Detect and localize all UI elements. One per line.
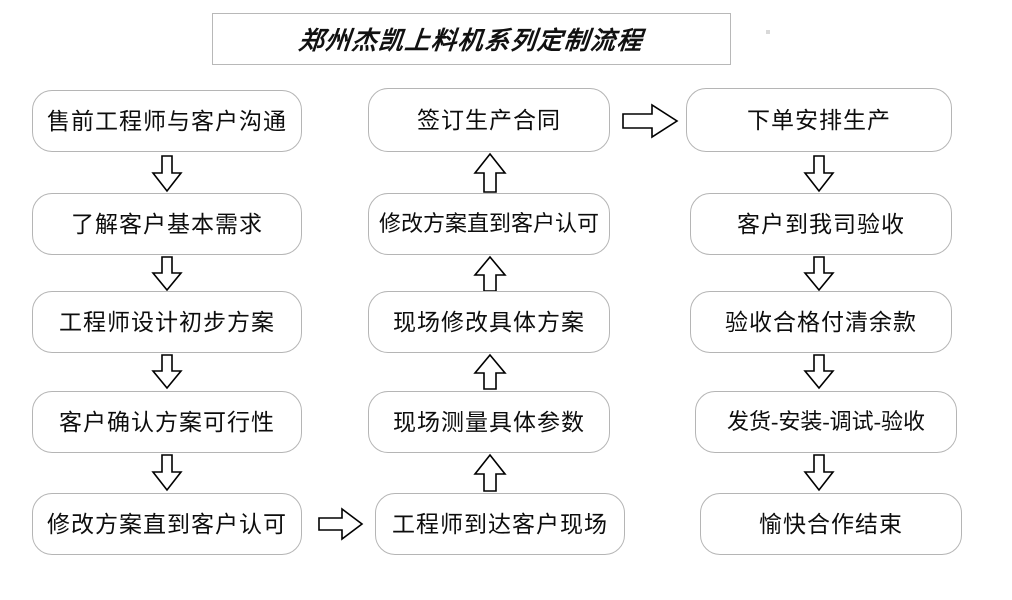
node-m2-label: 修改方案直到客户认可 bbox=[378, 211, 599, 236]
arrow-up-icon bbox=[471, 152, 509, 194]
node-r5[interactable]: 愉快合作结束 bbox=[700, 493, 962, 555]
node-l2[interactable]: 了解客户基本需求 bbox=[32, 193, 302, 255]
node-l3-label: 工程师设计初步方案 bbox=[59, 309, 275, 335]
arrow-down-icon bbox=[148, 454, 186, 492]
node-l1-label: 售前工程师与客户沟通 bbox=[47, 108, 287, 134]
node-m2[interactable]: 修改方案直到客户认可 bbox=[368, 193, 610, 255]
stray-artifact-dot bbox=[766, 30, 770, 34]
arrow-down-icon bbox=[800, 454, 838, 492]
arrow-down-icon bbox=[800, 354, 838, 390]
node-l2-label: 了解客户基本需求 bbox=[71, 211, 263, 237]
node-m4-label: 现场测量具体参数 bbox=[393, 409, 585, 435]
arrow-down-icon bbox=[800, 155, 838, 193]
node-l4[interactable]: 客户确认方案可行性 bbox=[32, 391, 302, 453]
node-m3[interactable]: 现场修改具体方案 bbox=[368, 291, 610, 353]
node-r3-label: 验收合格付清余款 bbox=[725, 309, 917, 335]
node-m4[interactable]: 现场测量具体参数 bbox=[368, 391, 610, 453]
node-r3[interactable]: 验收合格付清余款 bbox=[690, 291, 952, 353]
node-r4-label: 发货-安装-调试-验收 bbox=[727, 409, 925, 434]
arrow-down-icon bbox=[148, 354, 186, 390]
node-r1-label: 下单安排生产 bbox=[747, 107, 891, 133]
node-l5-label: 修改方案直到客户认可 bbox=[47, 511, 287, 537]
node-m3-label: 现场修改具体方案 bbox=[393, 309, 585, 335]
node-r5-label: 愉快合作结束 bbox=[759, 511, 903, 537]
chart-title-box: 郑州杰凯上料机系列定制流程 bbox=[212, 13, 731, 65]
arrow-right-icon bbox=[318, 505, 364, 543]
arrow-up-icon bbox=[471, 353, 509, 391]
node-m1[interactable]: 签订生产合同 bbox=[368, 88, 610, 152]
node-l1[interactable]: 售前工程师与客户沟通 bbox=[32, 90, 302, 152]
node-r2-label: 客户到我司验收 bbox=[737, 211, 905, 237]
arrow-up-icon bbox=[471, 453, 509, 493]
node-r2[interactable]: 客户到我司验收 bbox=[690, 193, 952, 255]
arrow-down-icon bbox=[148, 256, 186, 292]
node-m1-label: 签订生产合同 bbox=[417, 107, 561, 133]
arrow-up-icon bbox=[471, 255, 509, 293]
node-m5[interactable]: 工程师到达客户现场 bbox=[375, 493, 625, 555]
node-l5[interactable]: 修改方案直到客户认可 bbox=[32, 493, 302, 555]
node-l3[interactable]: 工程师设计初步方案 bbox=[32, 291, 302, 353]
node-r4[interactable]: 发货-安装-调试-验收 bbox=[695, 391, 957, 453]
node-r1[interactable]: 下单安排生产 bbox=[686, 88, 952, 152]
node-m5-label: 工程师到达客户现场 bbox=[392, 511, 608, 537]
arrow-down-icon bbox=[148, 155, 186, 193]
arrow-down-icon bbox=[800, 256, 838, 292]
arrow-right-icon bbox=[622, 102, 680, 140]
chart-title: 郑州杰凯上料机系列定制流程 bbox=[297, 28, 645, 55]
node-l4-label: 客户确认方案可行性 bbox=[59, 409, 275, 435]
